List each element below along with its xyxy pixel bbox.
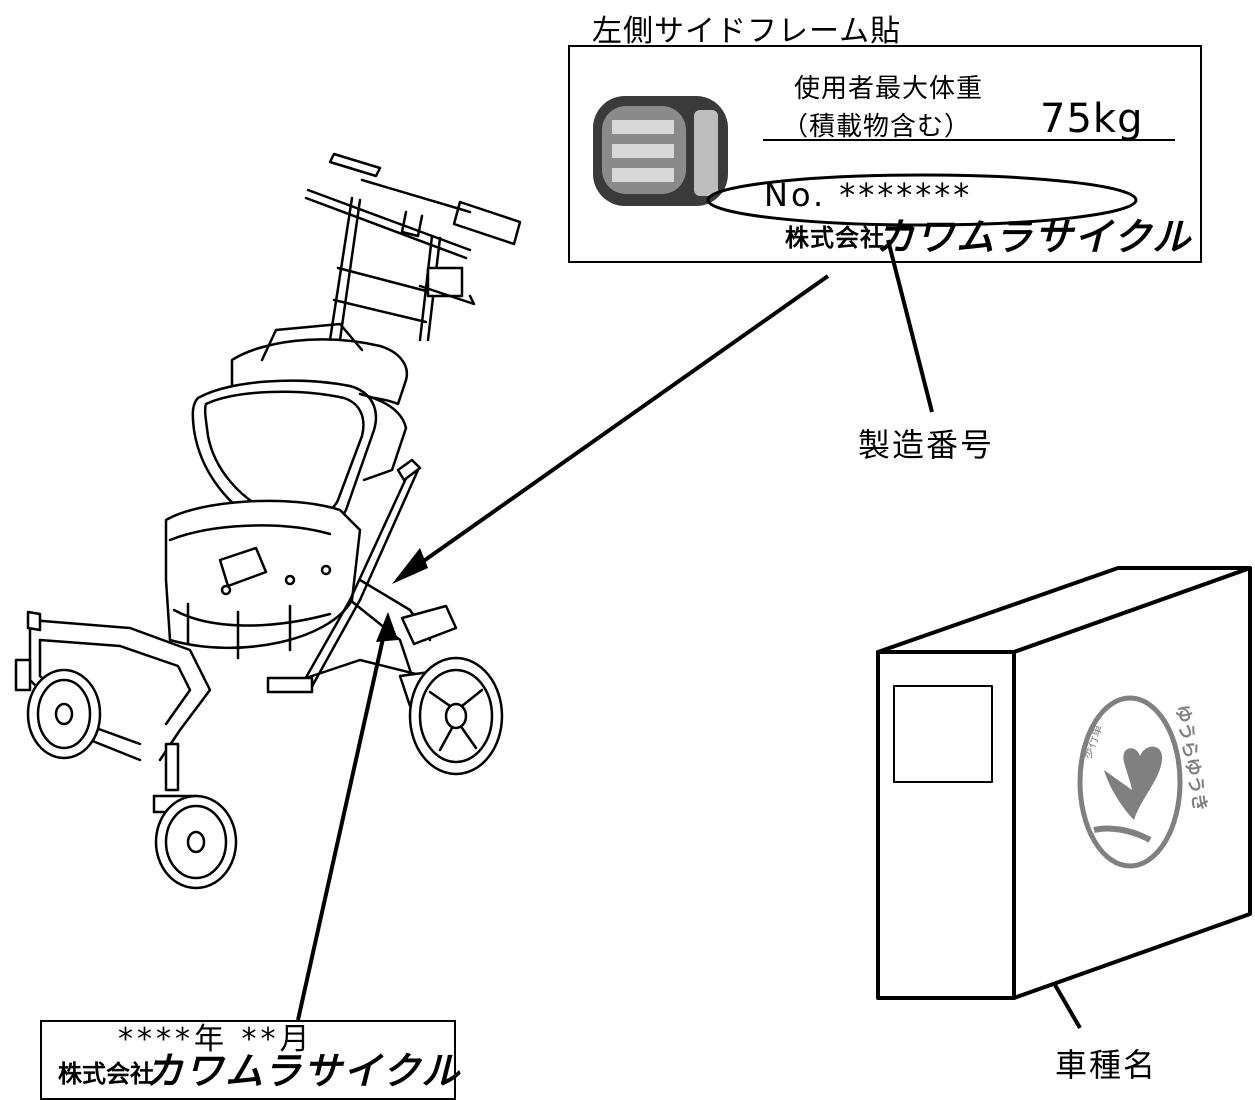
max-weight-value: 75kg [1040,96,1144,142]
model-name-label-area [893,685,993,783]
max-weight-heading: 使用者最大体重 [794,74,984,104]
serial-number-callout: 製造番号 [858,426,995,464]
model-name-callout: 車種名 [1055,1046,1158,1084]
manufacture-date-text: ****年 **月 [118,1022,314,1057]
sg-mark-logo [593,96,728,206]
brand-name: カワムラサイクル [876,215,1193,259]
arrowhead [376,612,398,642]
date-label-arrow-line [296,624,388,1021]
date-label-brand-name: カワムラサイクル [145,1049,462,1093]
date-label-company-prefix: 株式会社 [58,1060,154,1088]
serial-highlight-ellipse [706,173,1138,227]
walker-illustration [14,152,522,890]
frame-label-box [568,45,1202,263]
label-to-frame-arrow-line [406,274,830,574]
company-prefix: 株式会社 [785,224,885,252]
arrowhead [392,548,428,584]
label-location-title: 左側サイドフレーム貼 [592,14,902,49]
max-weight-note: （積載物含む） [782,112,972,142]
serial-leader-line [886,239,934,413]
serial-number-text: No. ******* [764,176,973,214]
